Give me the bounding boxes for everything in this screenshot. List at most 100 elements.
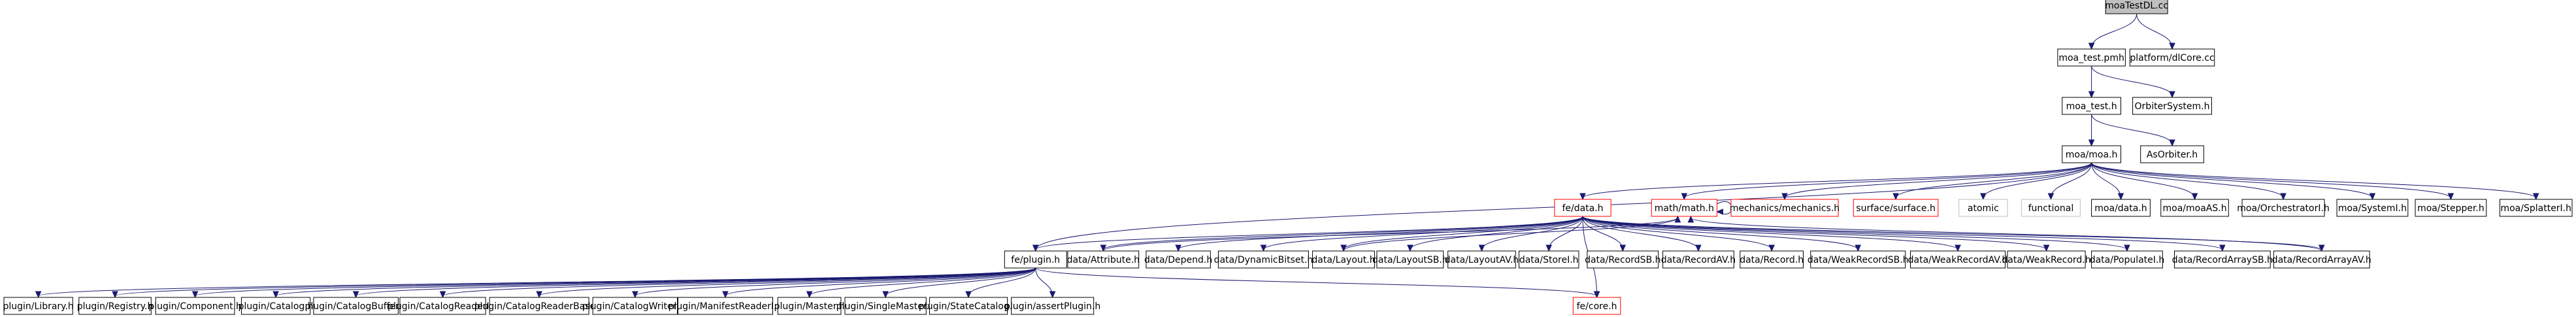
node-box <box>844 297 927 315</box>
edge-fe_data-to-d_dynbitset <box>1260 216 1583 252</box>
node-p_registry[interactable]: plugin/Registry.h <box>77 297 154 315</box>
node-label: data/DynamicBitset.h <box>1214 255 1313 265</box>
node-box <box>489 297 589 315</box>
node-fe_data[interactable]: fe/data.h <box>1554 199 1611 217</box>
node-label: plugin/CatalogReaderI.h <box>388 301 498 312</box>
node-d_populatei[interactable]: data/PopulateI.h <box>2090 250 2165 269</box>
node-mechanics[interactable]: mechanics/mechanics.h <box>1730 199 1840 217</box>
node-box <box>1810 250 1906 269</box>
node-moa_stepper[interactable]: moa/Stepper.h <box>2415 199 2487 217</box>
node-d_layout[interactable]: data/Layout.h <box>1312 250 1376 269</box>
node-label: moa/Stepper.h <box>2417 203 2485 214</box>
node-box <box>2500 199 2573 217</box>
node-box <box>1067 250 1140 269</box>
node-p_catalogreaderbase[interactable]: plugin/CatalogReaderBase.h <box>474 297 604 315</box>
node-d_weakrecord[interactable]: data/WeakRecord.h <box>2002 250 2091 269</box>
edge-arrowhead <box>722 291 729 299</box>
node-p_component[interactable]: plugin/Component.h <box>148 297 242 315</box>
node-p_catalog[interactable]: plugin/Catalog.h <box>238 297 314 315</box>
node-label: plugin/CatalogReaderBase.h <box>474 301 604 312</box>
node-d_depend[interactable]: data/Depend.h <box>1144 250 1212 269</box>
node-d_storei[interactable]: data/StoreI.h <box>1518 250 1579 269</box>
node-box <box>3 297 73 315</box>
node-p_catalogwriteri[interactable]: plugin/CatalogWriterI.h <box>582 297 688 315</box>
node-moa_moaAS[interactable]: moa/moaAS.h <box>2160 199 2229 217</box>
node-d_dynbitset[interactable]: data/DynamicBitset.h <box>1214 250 1313 269</box>
edge-fe_data-to-d_weakrecord <box>1582 216 2050 252</box>
node-d_record[interactable]: data/Record.h <box>1740 250 1804 269</box>
edge-fe_data-to-d_record <box>1582 216 1775 252</box>
edge-arrowhead <box>2088 139 2095 147</box>
node-moa_splatter[interactable]: moa/SplatterI.h <box>2500 199 2573 217</box>
node-OrbiterSystem[interactable]: OrbiterSystem.h <box>2132 97 2212 115</box>
node-atomic[interactable]: atomic <box>1958 199 2008 217</box>
node-box <box>155 297 235 315</box>
node-p_assertplugin[interactable]: plugin/assertPlugin.h <box>1004 297 1100 315</box>
node-p_statecatalog[interactable]: plugin/StateCatalog.h <box>919 297 1018 315</box>
edge-arrowhead <box>272 291 279 299</box>
edge-line <box>1690 217 2322 252</box>
node-moa_test_h[interactable]: moa_test.h <box>2062 97 2121 115</box>
node-d_recordav[interactable]: data/RecordAV.h <box>1661 250 1736 269</box>
node-fe_plugin[interactable]: fe/plugin.h <box>1004 250 1067 269</box>
node-box <box>1011 297 1095 315</box>
edge-line <box>2091 162 2196 199</box>
node-fe_core[interactable]: fe/core.h <box>1572 297 1621 315</box>
node-box <box>1910 250 2006 269</box>
edge-arrowhead <box>2318 244 2325 252</box>
node-d_layoutav[interactable]: data/LayoutAV.h <box>1445 250 1519 269</box>
node-d_recordsb[interactable]: data/RecordSB.h <box>1585 250 1661 269</box>
node-p_catalogreaderi[interactable]: plugin/CatalogReaderI.h <box>388 297 498 315</box>
node-moa_data[interactable]: moa/data.h <box>2091 199 2151 217</box>
node-box <box>1376 250 1444 269</box>
node-d_weakrecordav[interactable]: data/WeakRecordAV.h <box>1908 250 2008 269</box>
node-label: functional <box>2028 203 2074 214</box>
node-p_library[interactable]: plugin/Library.h <box>3 297 74 315</box>
node-moa_orch[interactable]: moa/OrchestratorI.h <box>2237 199 2330 217</box>
node-functional[interactable]: functional <box>2021 199 2081 217</box>
node-moa_systemi[interactable]: moa/SystemI.h <box>2336 199 2409 217</box>
edge-line <box>1410 216 1583 250</box>
edge-arrowhead <box>632 291 638 299</box>
node-box <box>2273 250 2370 269</box>
node-d_weakrecordsb[interactable]: data/WeakRecordSB.h <box>1808 250 1909 269</box>
node-platform_dlCore[interactable]: platform/dlCore.cc <box>2129 48 2215 67</box>
edge-fe_data-to-d_weakrecordav <box>1582 216 1961 252</box>
node-p_manifestreaderi[interactable]: plugin/ManifestReaderI.h <box>669 297 783 315</box>
node-p_catalogbuffer[interactable]: plugin/CatalogBuffer.h <box>305 297 407 315</box>
edge-fe_plugin-to-p_master <box>806 267 1036 299</box>
edge-arrowhead <box>2369 193 2376 201</box>
node-d_recordarrayav[interactable]: data/RecordArrayAV.h <box>2272 250 2371 269</box>
node-AsOrbiter[interactable]: AsOrbiter.h <box>2140 145 2204 163</box>
node-label: moaTestDL.cc <box>2105 1 2168 11</box>
edge-line <box>1582 216 1699 250</box>
node-d_recordarraysb[interactable]: data/RecordArraySB.h <box>2172 250 2273 269</box>
node-d_attribute[interactable]: data/Attribute.h <box>1067 250 1140 269</box>
edge-arrowhead <box>2117 193 2124 201</box>
node-box <box>78 297 152 315</box>
node-p_singlemaster[interactable]: plugin/SingleMaster.h <box>836 297 935 315</box>
node-box <box>1651 199 1717 217</box>
edge-arrowhead <box>2043 244 2050 252</box>
edge-line <box>1481 216 1583 250</box>
edge-arrowhead <box>1980 193 1987 201</box>
node-moa_test_pmh[interactable]: moa_test.pmh <box>2057 48 2126 67</box>
node-math[interactable]: math/math.h <box>1651 199 1717 217</box>
edge-moa_moa-to-moa_splatter <box>2091 162 2539 201</box>
node-surface[interactable]: surface/surface.h <box>1853 199 1939 217</box>
node-moaTestDL[interactable]: moaTestDL.cc <box>2105 0 2168 14</box>
node-d_layoutsb[interactable]: data/LayoutSB.h <box>1372 250 1448 269</box>
edge-arrowhead <box>2088 42 2095 50</box>
node-box <box>399 297 486 315</box>
node-p_master[interactable]: plugin/Master.h <box>774 297 845 315</box>
node-moa_moa[interactable]: moa/moa.h <box>2062 145 2121 163</box>
edge-line <box>2091 114 2173 145</box>
node-box <box>2173 250 2271 269</box>
node-label: data/LayoutSB.h <box>1372 255 1448 265</box>
node-label: fe/core.h <box>1577 301 1617 312</box>
node-label: fe/data.h <box>1562 203 1603 214</box>
node-box <box>1004 250 1067 269</box>
node-label: data/RecordSB.h <box>1585 255 1660 265</box>
edge-line <box>1582 216 1858 250</box>
